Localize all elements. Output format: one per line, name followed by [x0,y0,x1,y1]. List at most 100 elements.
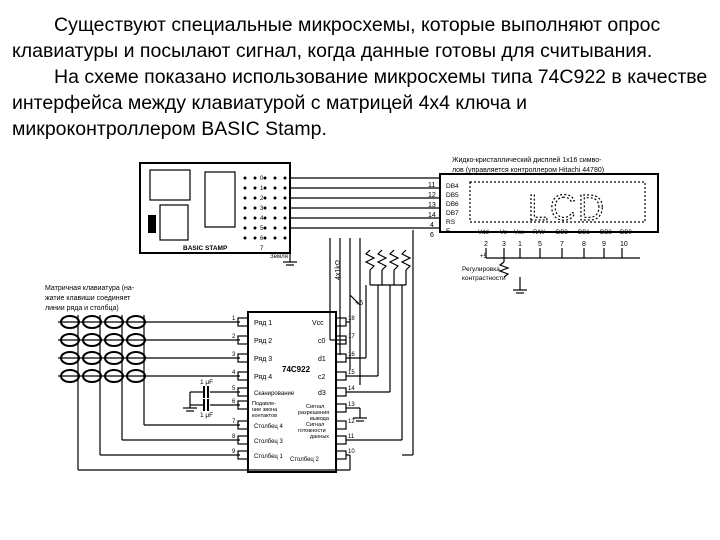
stamp-pin-1: 1 [260,186,264,192]
chip-right-pin-d1: d1 [318,356,326,363]
chip-right-pin-c0: c0 [318,338,326,345]
chip-right-num-17: 17 [348,334,355,340]
lcd-title-2: лов (управляется контроллером Hitachi 44… [452,167,604,174]
chip-right-num-10: 10 [348,449,355,455]
chip-right-num-18: 18 [348,316,355,322]
stamp-lcd-wires [290,177,440,385]
lcd-pin-db2: DB2 [600,230,612,236]
stamp-pin-4: 4 [260,216,264,222]
lcd-num-12: 12 [428,192,436,199]
chip-left-num-8: 8 [232,434,236,440]
cap-label-2: 1 μF [200,412,213,419]
chip-right-pin-da-2: готовности [298,428,326,434]
chip-right-pin-col2: Столбец 2 [290,457,320,463]
basic-stamp-board: BASIC STAMP 0 1 2 3 4 5 6 7 Земля [139,162,297,266]
stamp-pin-6: 6 [260,236,264,242]
chip-left-pin-3: Ряд 3 [254,356,272,363]
chip-right-pin-da-1: Сигнал [306,422,324,428]
chip-right-num-12: 12 [348,419,355,425]
stamp-pin-2: 2 [260,196,264,202]
lcd-pin-vdd: Vdd [478,230,489,236]
chip-left-pin-1: Ряд 1 [254,320,272,327]
chip-right-num-15: 15 [348,370,355,376]
chip-left-pin-col3: Столбец 3 [254,439,284,445]
stamp-label: BASIC STAMP [183,245,228,252]
lcd-num-4: 4 [430,222,434,229]
resistor-bus: +5 [355,300,363,307]
lcd-pin-e: E [446,228,451,235]
chip-output-wires [330,230,414,470]
chip-left-num-2: 2 [232,334,236,340]
cap-label-1: 1 μF [200,379,213,386]
lcd-pin-db3: DB3 [556,230,568,236]
keypad-matrix [58,315,240,470]
chip-left-pin-6a: Подавле- [252,401,276,407]
chip-right-num-16: 16 [348,352,355,358]
chip-left-pin-col4: Столбец 4 [254,424,284,430]
lcd-bnum-5: 5 [538,241,542,248]
lcd-num-13: 13 [428,202,436,209]
lcd-bnum-8: 8 [582,241,586,248]
lcd-num-14: 14 [428,212,436,219]
chip-right-num-13: 13 [348,402,355,408]
lcd-bnum-9: 9 [602,241,606,248]
chip-right-num-14: 14 [348,386,355,392]
resistor-label: 4x1kΩ [335,260,342,280]
keypad-label-2: жатие клавиши соединяет [45,295,131,302]
keypad-label-3: линии ряда и столбца) [45,304,119,312]
chip-right-pin-vcc: Vcc [312,320,324,327]
chip-left-num-4: 4 [232,370,236,376]
lcd-pin-vss: Vss [514,230,524,236]
chip-right-pin-oe-1: Сигнал [306,404,324,410]
chip-right-pin-oe-3: вывода [310,416,330,422]
ground-label: Земля [270,254,288,260]
chip-left-pin-2: Ряд 2 [254,338,272,345]
description-text: Существуют специальные микросхемы, котор… [12,12,712,142]
chip-left-num-9: 9 [232,449,236,455]
lcd-pin-vo: Vo [500,230,508,236]
resistor-network: 4x1kΩ +5 [335,249,412,307]
chip-left-pin-4: Ряд 4 [254,374,272,381]
chip-left-num-1: 1 [232,316,236,322]
chip-left-pin-6b: ние звона [252,407,278,413]
lcd-title-1: Жидко-кристаллический дисплей 1x16 симво… [452,156,602,164]
lcd-bnum-3: 3 [502,241,506,248]
stamp-pin-grid [243,176,287,240]
pot-label-2: контрастности [462,275,506,282]
lcd-pin-db1: DB1 [578,230,590,236]
keypad-label-1: Матричная клавиатура (на- [45,285,135,292]
chip-left-num-3: 3 [232,352,236,358]
lcd-module: Жидко-кристаллический дисплей 1x16 симво… [428,156,659,294]
lcd-screen-text: LCD [528,187,606,228]
capacitors: 1 μF 1 μF [183,379,240,419]
chip-right-num-11: 11 [348,434,355,440]
lcd-pin-rw: R/W [533,230,545,236]
lcd-pin-db4: DB4 [446,183,459,190]
chip-left-num-5: 5 [232,386,236,392]
paragraph-1: Существуют специальные микросхемы, котор… [12,14,661,62]
chip-left-num-6: 6 [232,399,236,405]
keypad: Матричная клавиатура (на- жатие клавиши … [45,285,350,471]
chip-left-pin-6c: контактов [252,413,277,419]
lcd-num-11: 11 [428,182,435,189]
lcd-pin-rs: RS [446,219,456,226]
lcd-pin-db6: DB6 [446,201,459,208]
pot-label-1: Регулировка [462,266,500,273]
lcd-bnum-2: 2 [484,241,488,248]
chip-name: 74C922 [282,365,311,374]
chip-right-pin-oe-2: разрешения [298,410,329,416]
chip-left-pin-col1: Столбец 1 [254,454,284,460]
lcd-pin-db5: DB5 [446,192,459,199]
lcd-num-6: 6 [430,232,434,239]
chip-74c922: 74C922 Ряд 1 Ряд 2 Ряд 3 Ряд 4 Сканирова… [232,311,355,473]
chip-left-pin-5: Сканирование [254,391,295,397]
lcd-bnum-1: 1 [518,241,522,248]
lcd-pin-db0: DB0 [620,230,632,236]
stamp-pin-3: 3 [260,206,264,212]
lcd-bnum-10: 10 [620,241,628,248]
stamp-pin-0: 0 [260,176,264,182]
stamp-pin-5: 5 [260,226,264,232]
stamp-pin-7: 7 [260,246,264,252]
